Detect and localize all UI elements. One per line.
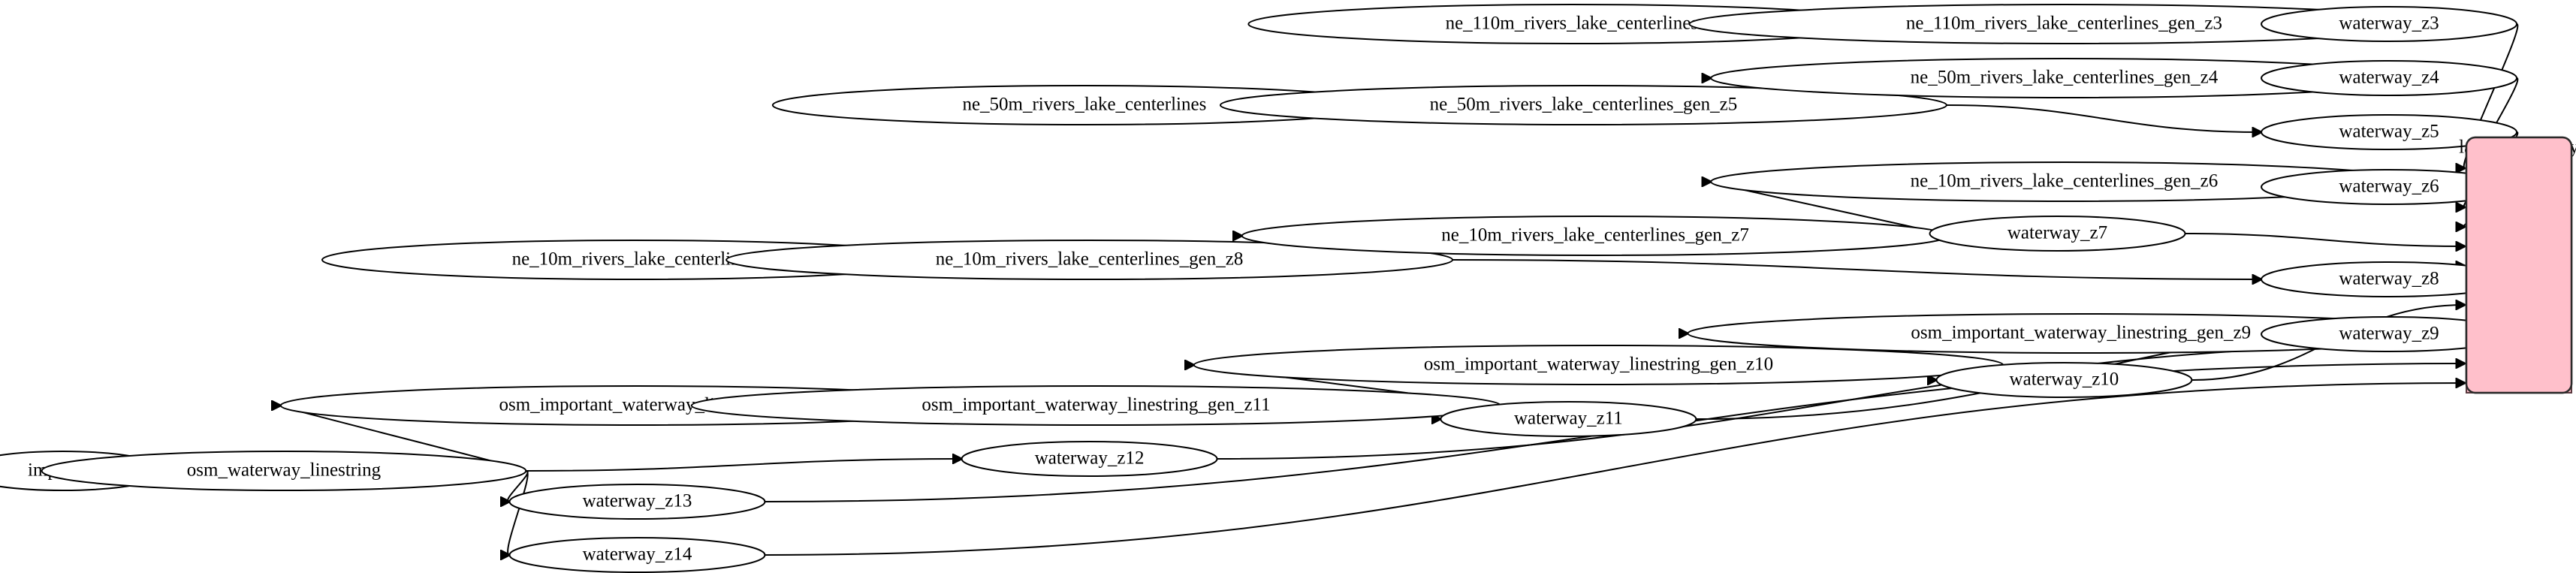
node-ellipse — [2261, 114, 2518, 150]
node-ellipse — [961, 441, 1218, 477]
graph-node-waterway-z12[interactable]: waterway_z12 — [961, 441, 1218, 477]
node-ellipse — [1193, 345, 2004, 385]
graph-node-waterway-z11[interactable]: waterway_z11 — [1440, 401, 1697, 437]
graph-edge — [1946, 104, 2261, 132]
node-ellipse — [1219, 85, 1947, 125]
graph-node-waterway-z7[interactable]: waterway_z7 — [1929, 216, 2186, 252]
graph-node-osm-important-waterway-linestring-gen-z11[interactable]: osm_important_waterway_linestring_gen_z1… — [690, 385, 1502, 426]
graph-node-osm-important-waterway-linestring-gen-z10[interactable]: osm_important_waterway_linestring_gen_z1… — [1193, 345, 2004, 385]
graph-edge — [1452, 259, 2261, 279]
node-ellipse — [508, 484, 766, 520]
graph-edge — [2464, 23, 2519, 168]
graph-node-osm-waterway-linestring[interactable]: osm_waterway_linestring — [41, 451, 527, 491]
node-ellipse — [690, 385, 1502, 426]
graph-node-ne-10m-rivers-lake-centerlines-gen-z7[interactable]: ne_10m_rivers_lake_centerlines_gen_z7 — [1241, 216, 1950, 256]
node-ellipse — [1935, 362, 2193, 398]
node-layer: imposm3osm_waterway_linestringosm_import… — [0, 4, 2518, 573]
graph-node-waterway-z4[interactable]: waterway_z4 — [2261, 60, 2518, 96]
graph-edge — [765, 383, 2465, 556]
graph-edge — [526, 459, 961, 472]
layer-waterway-table-border — [2465, 136, 2573, 394]
node-ellipse — [1241, 216, 1950, 256]
graph-node-waterway-z14[interactable]: waterway_z14 — [508, 537, 766, 573]
node-ellipse — [508, 537, 766, 573]
node-ellipse — [41, 451, 527, 491]
graph-node-waterway-z13[interactable]: waterway_z13 — [508, 484, 766, 520]
graph-node-waterway-z10[interactable]: waterway_z10 — [1935, 362, 2193, 398]
node-ellipse — [725, 240, 1454, 280]
graph-edge — [508, 470, 529, 555]
node-ellipse — [1440, 401, 1697, 437]
graph-edge — [2185, 233, 2465, 246]
node-ellipse — [2261, 6, 2518, 42]
graph-node-waterway-z3[interactable]: waterway_z3 — [2261, 6, 2518, 42]
node-ellipse — [2261, 60, 2518, 96]
node-ellipse — [1929, 216, 2186, 252]
table-layer: layer_waterwayz3z4z5z6z7z8z9z10z11z12z13… — [2459, 136, 2576, 394]
